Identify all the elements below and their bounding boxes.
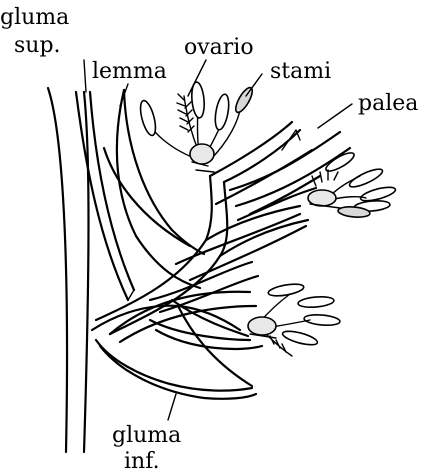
gluma-inferiore (92, 306, 256, 399)
label-gluma-inf-line2: inf. (124, 449, 160, 472)
leader-palea (318, 104, 352, 128)
label-lemma: lemma (92, 59, 167, 84)
lower-floret (248, 282, 340, 356)
label-gluma-inf-line1: gluma (112, 423, 181, 448)
leader-stami (246, 74, 262, 96)
label-gluma-sup-line1: gluma (0, 5, 69, 30)
middle-floret (308, 150, 397, 219)
label-ovario: ovario (184, 35, 254, 60)
label-palea: palea (358, 91, 418, 116)
leader-gluma-sup (84, 60, 86, 92)
label-stami: stami (270, 59, 331, 84)
label-gluma-sup-line2: sup. (14, 33, 61, 58)
gluma-superiore (76, 92, 134, 300)
leader-gluma-inf (168, 394, 176, 420)
middle-floret-bracts (176, 176, 320, 280)
